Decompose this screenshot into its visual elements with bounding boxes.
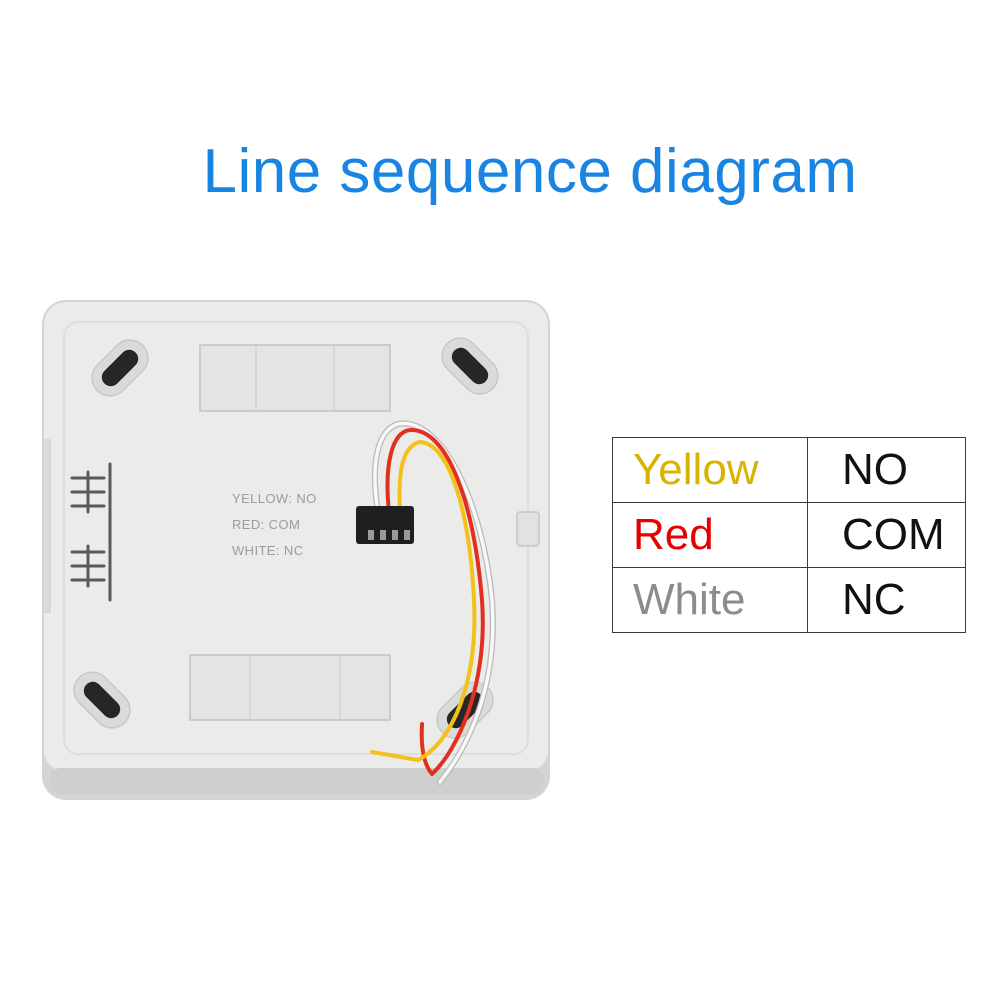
mounting-slot-top-left bbox=[91, 339, 149, 397]
wire-color-cell: Yellow bbox=[612, 437, 808, 503]
wire-color-table: Yellow NO Red COM White NC bbox=[612, 437, 966, 633]
printed-label-yellow: YELLOW: NO bbox=[232, 491, 317, 506]
printed-label-white: WHITE: NC bbox=[232, 543, 303, 558]
wire-connector bbox=[356, 506, 414, 544]
wire-color-cell: Red bbox=[612, 502, 808, 568]
red-wire bbox=[385, 427, 485, 776]
plate-right-notch bbox=[516, 511, 540, 547]
terminal-cell: NC bbox=[807, 567, 966, 633]
plate-left-step bbox=[44, 439, 51, 613]
diagram-title: Line sequence diagram bbox=[202, 137, 858, 206]
yellow-wire bbox=[370, 440, 477, 762]
recessed-panel-bottom bbox=[189, 654, 391, 721]
recessed-panel-top bbox=[199, 344, 391, 412]
table-row: White NC bbox=[612, 567, 966, 633]
table-row: Yellow NO bbox=[612, 437, 966, 503]
plate-face bbox=[44, 302, 548, 772]
wire-bundle bbox=[370, 420, 496, 785]
mounting-slot-bottom-left bbox=[73, 671, 131, 729]
terminal-cell: NO bbox=[807, 437, 966, 503]
vent-pattern bbox=[70, 462, 112, 602]
wire-color-cell: White bbox=[612, 567, 808, 633]
table-row: Red COM bbox=[612, 502, 966, 568]
terminal-cell: COM bbox=[807, 502, 966, 568]
printed-label-red: RED: COM bbox=[232, 517, 300, 532]
white-wire bbox=[373, 421, 495, 784]
plate-bottom-shadow bbox=[50, 768, 544, 794]
